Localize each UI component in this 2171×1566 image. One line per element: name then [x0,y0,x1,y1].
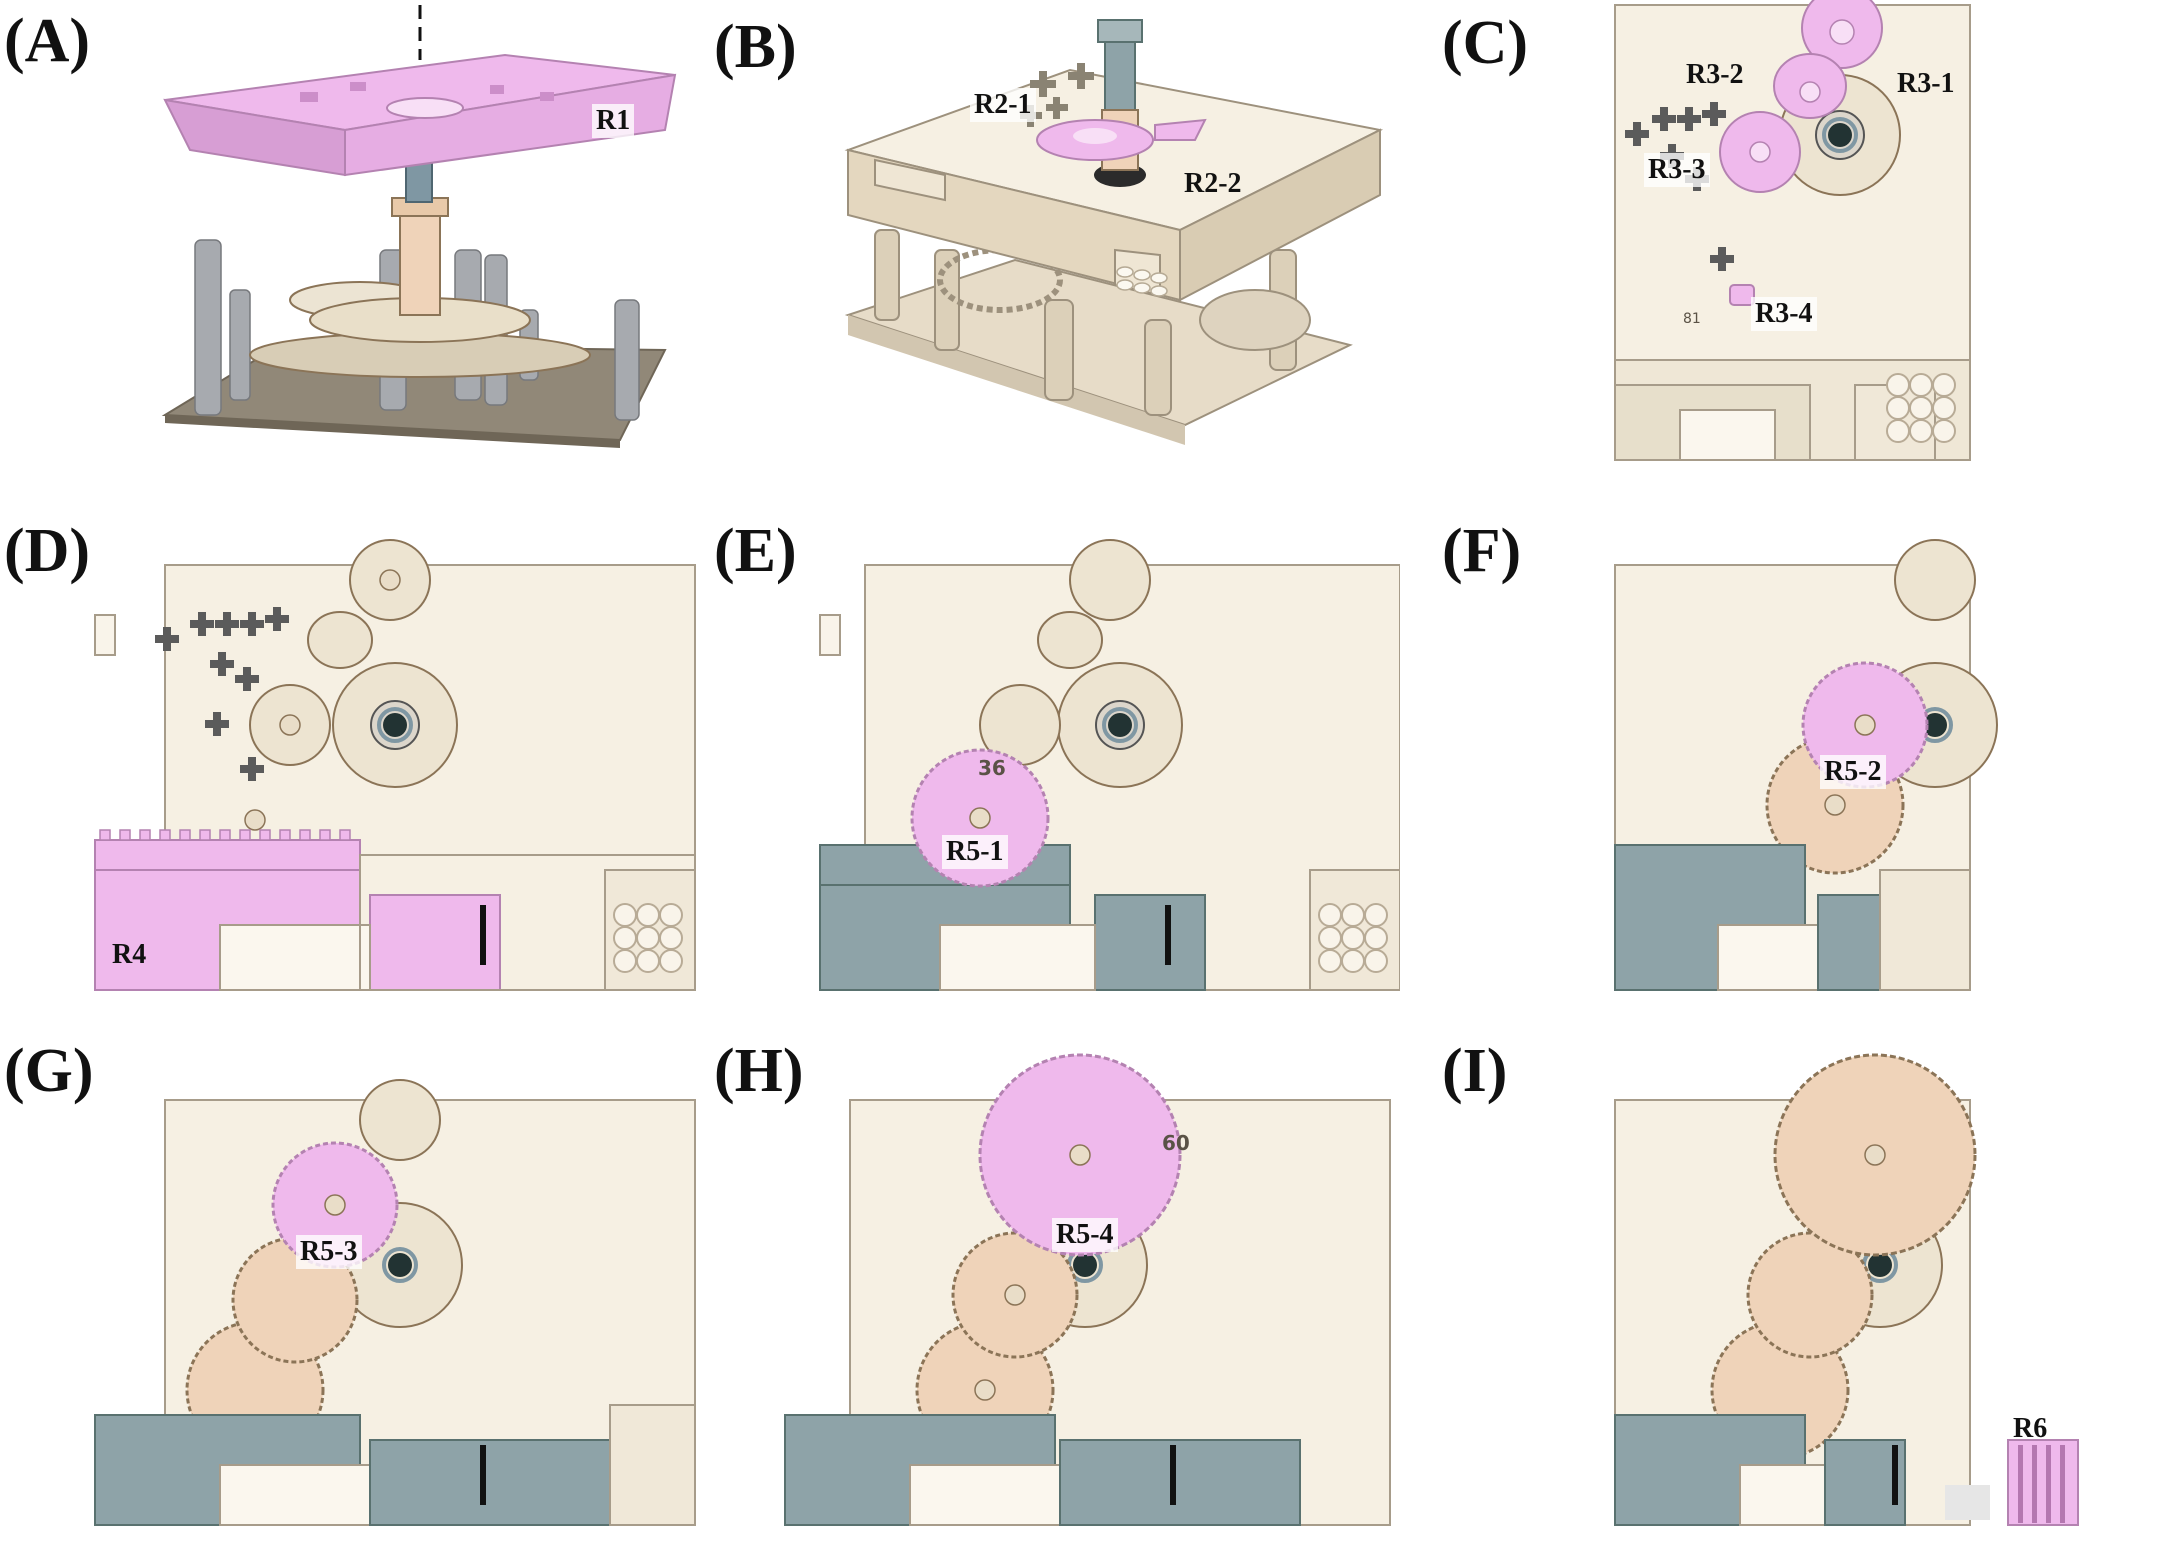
tag-r1: R1 [592,104,635,138]
tag-r5-1: R5-1 [942,835,1008,869]
panel-i-figure [1614,1053,2079,1526]
tag-r6: R6 [2013,1413,2048,1444]
panel-f: (F) R5-2 [1400,520,2171,1020]
tag-r5-3: R5-3 [296,1235,362,1269]
panel-a: (A) R1 [0,0,700,480]
panel-d-figure [94,539,696,991]
panel-label-c: (C) [1442,9,1529,77]
panel-b-figure [844,19,1384,445]
tag-r4: R4 [112,939,147,970]
panel-label-d: (D) [4,517,91,585]
panel-c: (C) 81 R3-1 R3-2 [1400,0,2171,480]
panel-h-figure: 60 [784,1053,1391,1526]
panel-label-a: (A) [4,7,91,75]
panel-g-figure [94,1079,696,1526]
panel-f-figure [1614,539,1998,991]
tag-r5-4: R5-4 [1052,1218,1118,1252]
gear-number-e: 36 [978,756,1006,780]
panel-label-i: (I) [1442,1037,1508,1105]
panel-d: (D) [0,520,700,1020]
tag-r3-2: R3-2 [1686,59,1744,90]
tag-r3-1: R3-1 [1897,68,1955,99]
gear-number-h: 60 [1162,1131,1190,1155]
panel-h: (H) 60 R5-4 [700,1040,1400,1566]
panel-b: (B) [700,0,1400,480]
panel-e: (E) 36 R5-1 [700,520,1400,1020]
panel-g: (G) R5-3 [0,1040,700,1566]
panel-c-figure: 81 [1614,0,1971,461]
tag-r2-2: R2-2 [1184,168,1242,199]
tag-r3-4: R3-4 [1751,297,1817,331]
panel-e-figure: 36 [819,539,1400,991]
small-number-c: 81 [1683,311,1701,327]
tag-r3-3: R3-3 [1644,153,1710,187]
panel-label-e: (E) [714,517,797,585]
panel-i: (I) R6 [1400,1040,2171,1566]
panel-label-g: (G) [4,1037,94,1105]
panel-a-figure [161,5,677,448]
panel-label-b: (B) [714,13,797,81]
panel-label-h: (H) [714,1037,804,1105]
tag-r5-2: R5-2 [1820,755,1886,789]
panel-label-f: (F) [1442,517,1522,585]
tag-r2-1: R2-1 [970,88,1036,122]
